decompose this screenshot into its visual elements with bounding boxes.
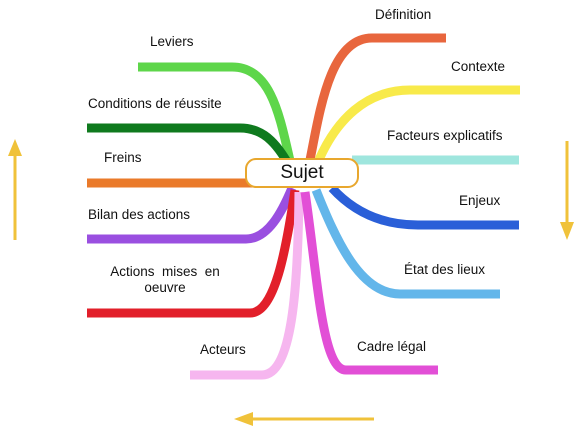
branch-acteurs — [190, 191, 304, 380]
label-facteurs: Facteurs explicatifs — [387, 128, 503, 143]
branch-leviers — [138, 62, 296, 167]
center-topic-label: Sujet — [280, 162, 324, 183]
label-leviers: Leviers — [150, 34, 194, 49]
branch-enjeux — [328, 184, 519, 230]
label-actions: Actions mises en oeuvre — [110, 264, 220, 295]
arrow-down — [560, 141, 574, 240]
branch-contexte — [313, 85, 520, 164]
branch-actions — [87, 189, 300, 318]
label-cadre: Cadre légal — [357, 339, 427, 354]
label-freins: Freins — [104, 150, 142, 165]
arrow-up — [8, 139, 22, 240]
branch-cadre — [300, 191, 438, 375]
center-topic: Sujet — [245, 158, 359, 188]
label-bilan: Bilan des actions — [88, 207, 191, 222]
arrow-left — [234, 412, 374, 426]
label-acteurs: Acteurs — [200, 342, 246, 357]
label-enjeux: Enjeux — [459, 193, 501, 208]
branch-definition — [305, 33, 446, 161]
label-etat: État des lieux — [404, 262, 486, 277]
branch-bilan — [87, 186, 297, 244]
label-contexte: Contexte — [451, 59, 506, 74]
branch-etat — [311, 188, 500, 299]
label-conditions: Conditions de réussite — [88, 96, 222, 111]
label-definition: Définition — [375, 7, 432, 22]
